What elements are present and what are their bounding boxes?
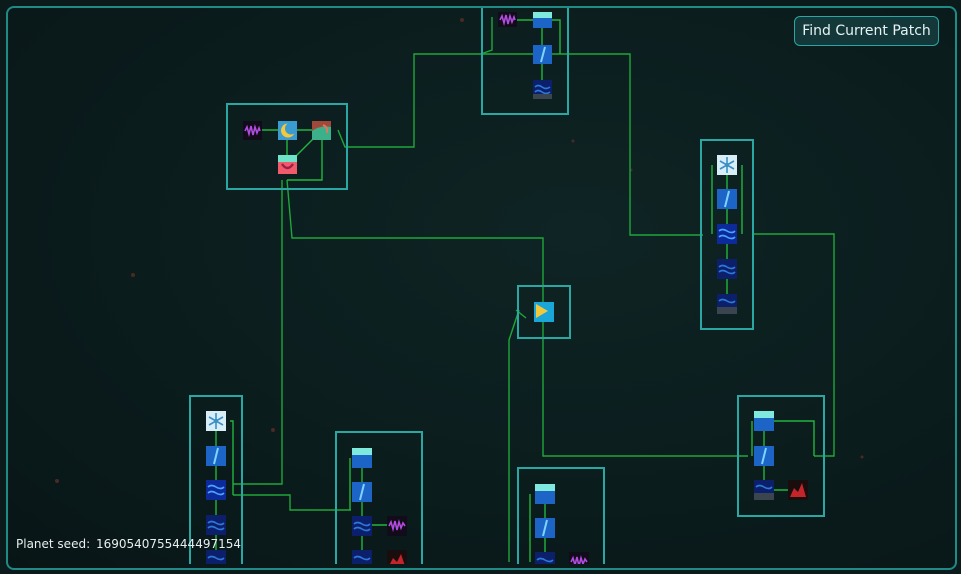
background-specks <box>55 18 864 483</box>
ice-water-icon <box>533 12 552 28</box>
blue-slash-icon <box>535 518 555 538</box>
red-rock-icon <box>387 550 407 564</box>
patch-center[interactable] <box>517 285 571 339</box>
moon-icon <box>278 121 297 140</box>
pink-bowl-icon <box>278 155 297 174</box>
sun-arrow-icon <box>534 302 554 322</box>
dark-water-icon <box>352 550 372 564</box>
dark-water-icon <box>535 552 555 564</box>
patch-southeast[interactable] <box>737 395 825 517</box>
dark-water-icon <box>717 294 737 314</box>
patch-frames <box>189 0 825 574</box>
patch-southwest[interactable] <box>189 395 243 574</box>
patch-links <box>233 17 835 562</box>
brown-leaf-icon <box>312 121 331 140</box>
blue-slash-icon <box>533 45 552 64</box>
patch-south-center[interactable] <box>517 467 605 574</box>
dark-water-icon <box>717 259 737 279</box>
patch-north[interactable] <box>481 0 569 115</box>
dark-water-icon <box>352 516 372 536</box>
purple-noise-icon <box>387 516 407 536</box>
patch-east[interactable] <box>700 139 754 330</box>
snowflake-icon <box>206 411 226 431</box>
planet-seed-value: 1690540755444497154 <box>95 537 241 551</box>
dark-water-icon <box>206 550 226 564</box>
blue-slash-icon <box>754 446 774 466</box>
red-rock-icon <box>788 480 808 500</box>
patch-northwest[interactable] <box>226 103 348 190</box>
purple-noise-icon <box>243 121 262 140</box>
find-current-patch-button[interactable]: Find Current Patch <box>794 16 939 46</box>
purple-noise-icon <box>498 12 517 27</box>
dark-water-icon <box>206 515 226 535</box>
planet-seed: Planet seed: 1690540755444497154 <box>16 537 241 551</box>
purple-noise-icon <box>569 552 589 564</box>
ice-water-icon <box>535 484 555 504</box>
wave-icon <box>206 480 226 500</box>
blue-slash-icon <box>717 189 737 209</box>
planet-seed-label: Planet seed: <box>16 537 91 551</box>
ice-water-icon <box>352 448 372 468</box>
blue-slash-icon <box>206 446 226 466</box>
dark-water-icon <box>754 480 774 500</box>
dark-water-icon <box>533 80 552 99</box>
snowflake-icon <box>717 155 737 175</box>
blue-slash-icon <box>352 482 372 502</box>
ice-water-icon <box>754 411 774 431</box>
wave-icon <box>717 224 737 244</box>
patch-south-left[interactable] <box>335 431 423 574</box>
patch-tiles <box>206 12 808 564</box>
inner-links <box>215 19 815 562</box>
